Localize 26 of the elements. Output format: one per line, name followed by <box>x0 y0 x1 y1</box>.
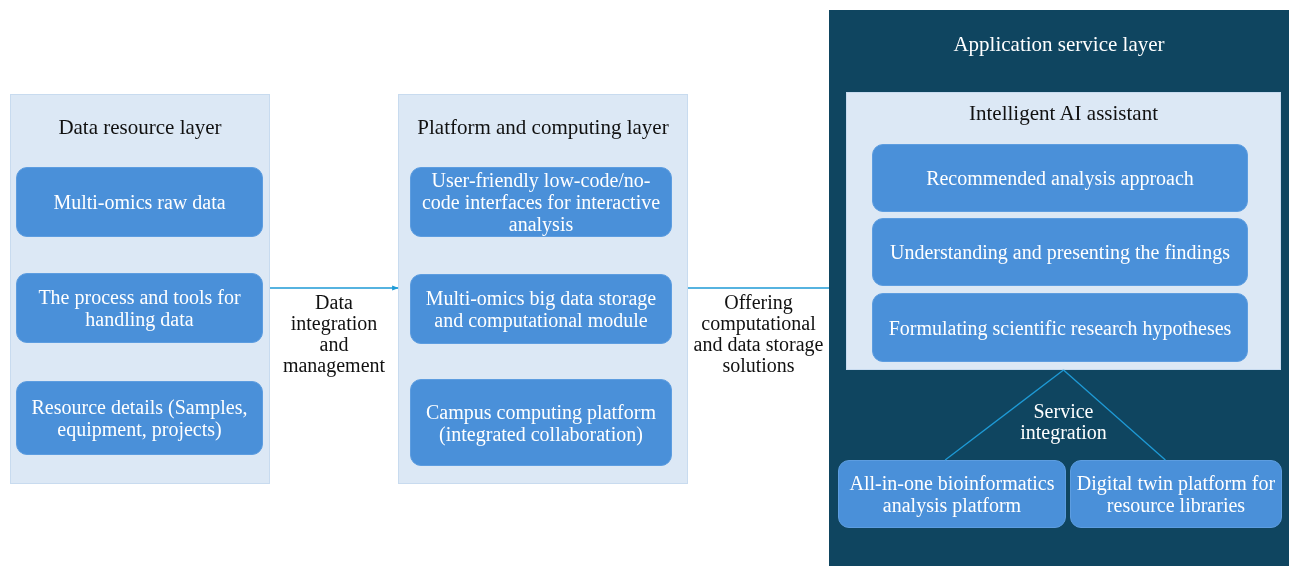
layer-panel <box>829 10 1289 566</box>
process-box: Campus computing platform (integrated collaboration) <box>410 379 672 466</box>
process-box: Resource details (Samples, equipment, projects) <box>16 381 263 455</box>
process-box: Multi-omics big data storage and computational module <box>410 274 672 344</box>
edge-label: Data integration and management <box>281 292 387 376</box>
process-box: The process and tools for handling data <box>16 273 263 343</box>
panel-title: Data resource layer <box>57 115 223 140</box>
connector-line <box>944 369 1065 461</box>
layer-panel <box>10 94 270 484</box>
layer-panel <box>846 92 1281 370</box>
edge-label: Offering computational and data storage solutions <box>692 292 825 376</box>
connector-line <box>1062 369 1167 461</box>
process-box: Understanding and presenting the findings <box>872 218 1248 286</box>
process-box: Multi-omics raw data <box>16 167 263 237</box>
connector-label: Service integration <box>1019 401 1108 443</box>
panel-title: Application service layer <box>952 32 1166 57</box>
layer-panel <box>398 94 688 484</box>
process-box: Formulating scientific research hypotheses <box>872 293 1248 362</box>
connector-line <box>269 285 399 291</box>
process-box: Recommended analysis approach <box>872 144 1248 212</box>
process-box: User-friendly low-code/no-code interfaces for interactive analysis <box>410 167 672 237</box>
panel-title: Platform and computing layer <box>416 115 670 140</box>
connector-line <box>687 287 830 289</box>
process-box: Digital twin platform for resource libraries <box>1070 460 1282 528</box>
process-box: All-in-one bioinformatics analysis platform <box>838 460 1066 528</box>
panel-title: Intelligent AI assistant <box>968 101 1159 126</box>
